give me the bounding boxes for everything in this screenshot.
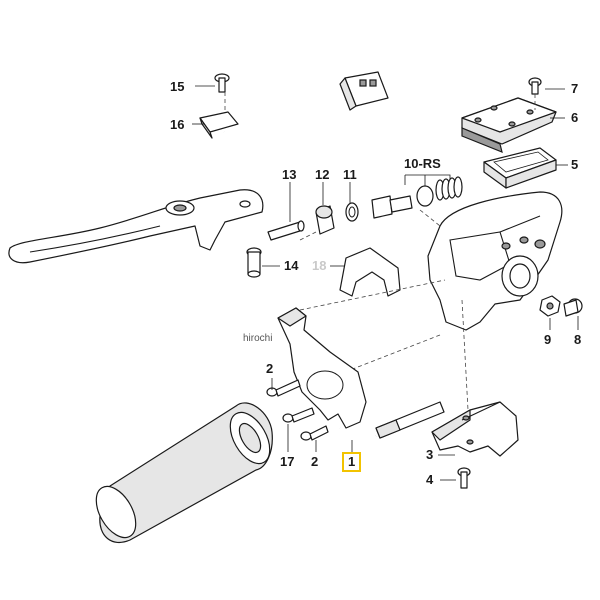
part-14-bolt [246,247,262,278]
callout-13: 13 [282,167,297,182]
callout-16: 16 [170,117,185,132]
callout-14: 14 [284,258,299,273]
callout-15: 15 [170,79,185,94]
part-9-nut [539,295,561,317]
part-11-ring [345,202,359,222]
part-8-screw [563,298,583,317]
callout-9: 9 [544,332,552,347]
part-13-adjuster-pin [267,220,305,241]
callout-2-lower: 2 [311,454,319,469]
callout-3: 3 [426,447,434,462]
part-12-bushing [315,205,335,235]
part-18-bracket-clip [339,247,401,297]
throttle-grip [95,402,273,544]
part-4-screw [457,467,471,489]
callout-2-upper: 2 [266,361,274,376]
callout-1-highlighted: 1 [342,452,362,472]
part-7-screw [528,77,542,95]
part-3-fitting-block [431,401,519,457]
part-1-switch-bracket [277,307,445,443]
part-2-screw-b [300,425,329,441]
callout-17: 17 [280,454,295,469]
part-17-screw [282,407,315,423]
callout-6: 6 [571,110,579,125]
callout-11: 11 [343,167,357,182]
part-5-gasket [483,147,557,189]
callout-12: 12 [315,167,330,182]
part-6-reservoir-cover [461,97,557,153]
clutch-lever [8,189,264,264]
part-15-screw [214,73,230,93]
callout-5: 5 [571,157,579,172]
part-16-cable-switch [199,71,389,162]
callout-18: 18 [312,258,327,273]
part-10-rs-switch-plunger [371,176,463,219]
watermark-text: hirochi [243,333,273,344]
callout-4: 4 [426,472,434,487]
callout-8: 8 [574,332,582,347]
master-cylinder-housing [427,191,563,331]
callout-10-rs: 10-RS [404,156,441,171]
callout-7: 7 [571,81,579,96]
